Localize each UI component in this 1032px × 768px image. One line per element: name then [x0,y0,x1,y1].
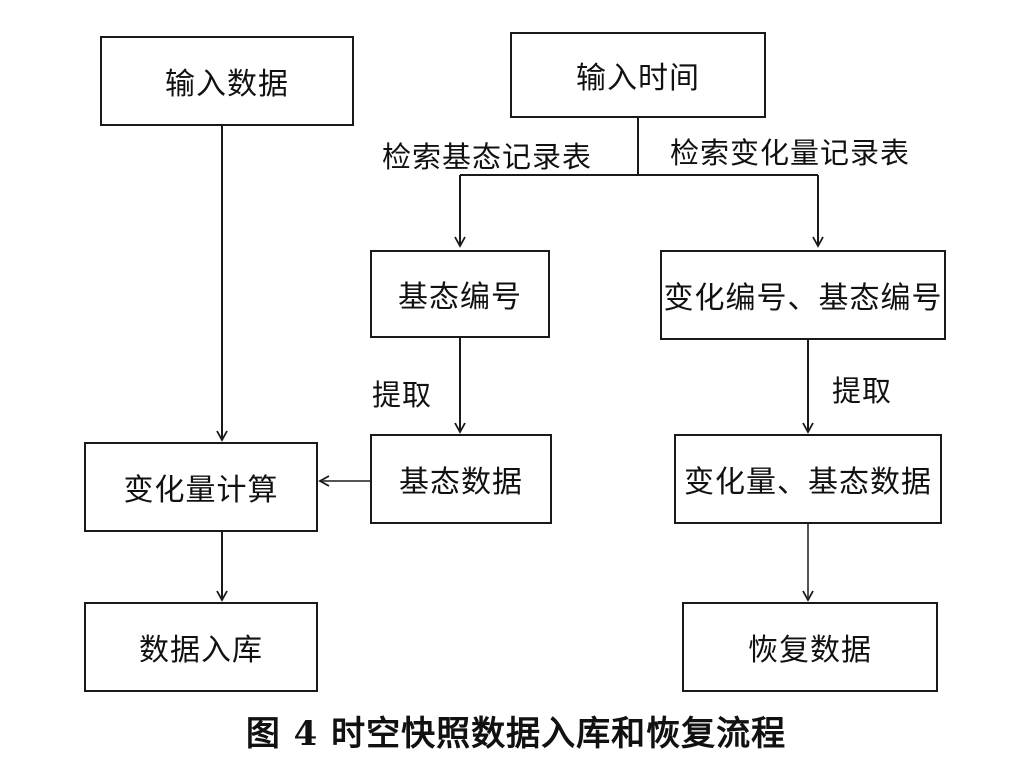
node-data-store: 数据入库 [84,602,318,692]
label-extract-right: 提取 [832,374,893,408]
label-search-base-table: 检索基态记录表 [382,140,593,174]
node-change-base-data: 变化量、基态数据 [674,434,942,524]
node-base-state-data: 基态数据 [370,434,552,524]
node-change-calc: 变化量计算 [84,442,318,532]
label-search-change-table: 检索变化量记录表 [670,136,911,170]
node-change-base-id: 变化编号、基态编号 [660,250,946,340]
node-restore-data: 恢复数据 [682,602,938,692]
node-input-time: 输入时间 [510,32,766,118]
figure-caption: 图 4 时空快照数据入库和恢复流程 [245,714,787,754]
label-extract-left: 提取 [372,378,433,412]
connector-input-time-branch [460,118,818,176]
node-input-data: 输入数据 [100,36,354,126]
node-base-state-id: 基态编号 [370,250,550,338]
